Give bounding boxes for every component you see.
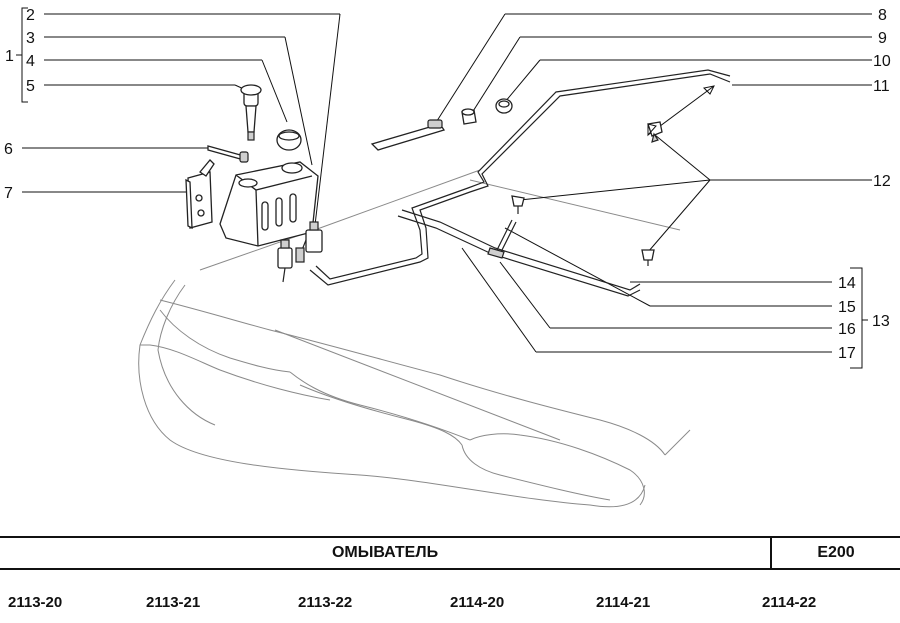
grommet-part-10 <box>495 98 513 114</box>
callout-16: 16 <box>838 321 856 338</box>
callout-3: 3 <box>26 30 35 47</box>
model-code: 2113-22 <box>298 594 353 611</box>
nozzle-strip-part <box>370 119 446 151</box>
callout-15: 15 <box>838 299 856 316</box>
reservoir-cap-part <box>276 129 302 151</box>
callout-17: 17 <box>838 345 856 362</box>
callout-13: 13 <box>872 313 890 330</box>
callout-4: 4 <box>26 53 35 70</box>
direction-arrow <box>647 85 715 137</box>
leader-lines <box>22 13 872 353</box>
section-code: E200 <box>817 544 855 561</box>
callout-5: 5 <box>26 78 35 95</box>
callout-8: 8 <box>878 7 887 24</box>
washer-hoses <box>309 69 731 297</box>
model-code: 2114-21 <box>596 594 651 611</box>
grommet-part-9 <box>461 108 477 125</box>
washer-pump-left-part <box>277 239 293 283</box>
filler-neck-part <box>240 84 262 141</box>
washer-exploded-diagram: 2 3 4 5 1 6 7 8 9 10 11 12 14 15 16 17 1… <box>4 7 891 508</box>
callout-14: 14 <box>838 275 856 292</box>
callout-1: 1 <box>5 48 14 65</box>
callout-7: 7 <box>4 185 13 202</box>
mounting-bracket-part <box>185 159 215 230</box>
callout-2: 2 <box>26 7 35 24</box>
model-code: 2114-22 <box>762 594 817 611</box>
nozzle-parts <box>511 121 663 266</box>
title-divider <box>770 538 772 568</box>
page-title: ОМЫВАТЕЛЬ <box>331 544 439 561</box>
model-code: 2113-21 <box>146 594 201 611</box>
washer-pump-right-part <box>295 221 323 263</box>
screw-part <box>207 145 249 163</box>
bracket-group-13 <box>850 267 868 369</box>
title-bar: ОМЫВАТЕЛЬ E200 <box>0 536 900 570</box>
washer-reservoir-part <box>219 161 319 247</box>
callout-11: 11 <box>873 78 890 95</box>
model-code: 2114-20 <box>450 594 505 611</box>
callout-9: 9 <box>878 30 887 47</box>
callout-6: 6 <box>4 141 13 158</box>
callout-10: 10 <box>873 53 891 70</box>
callout-12: 12 <box>873 173 891 190</box>
model-list: 2113-20 2113-21 2113-22 2114-20 2114-21 … <box>0 594 900 618</box>
tee-connector-part <box>487 247 505 259</box>
model-code: 2113-20 <box>8 594 63 611</box>
bracket-group-1 <box>16 7 28 103</box>
